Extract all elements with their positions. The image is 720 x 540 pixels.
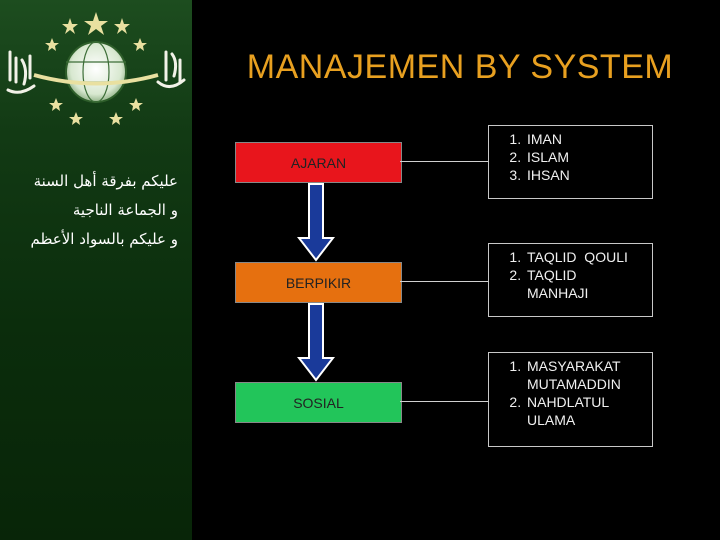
down-arrow-icon <box>297 303 335 382</box>
nu-globe-logo-icon <box>6 12 186 125</box>
slide-title: MANAJEMEN BY SYSTEM <box>246 48 674 86</box>
connector-line <box>400 281 488 282</box>
step-berpikir: BERPIKIR <box>235 262 402 303</box>
down-arrow-icon <box>297 183 335 262</box>
arabic-text-line: و عليكم بالسواد الأعظم <box>30 230 178 248</box>
list-box-berpikir: TAQLID QOULI TAQLID MANHAJI <box>488 243 653 317</box>
connector-line <box>400 161 488 162</box>
list-box-ajaran: IMAN ISLAM IHSAN <box>488 125 653 199</box>
list-item: NAHDLATUL ULAMA <box>525 393 617 429</box>
list-item: TAQLID MANHAJI <box>525 266 597 302</box>
list-item: IMAN <box>525 130 652 148</box>
step-sosial: SOSIAL <box>235 382 402 423</box>
list-item: ISLAM <box>525 148 652 166</box>
list-item: TAQLID QOULI <box>525 248 652 266</box>
list-item: IHSAN <box>525 166 652 184</box>
sidebar-panel: عليكم بفرقة أهل السنة و الجماعة الناجية … <box>0 0 192 540</box>
list-item: MASYARAKAT MUTAMADDIN <box>525 357 637 393</box>
arabic-text-line: و الجماعة الناجية <box>72 201 178 219</box>
connector-line <box>400 401 488 402</box>
list-box-sosial: MASYARAKAT MUTAMADDIN NAHDLATUL ULAMA <box>488 352 653 447</box>
step-ajaran: AJARAN <box>235 142 402 183</box>
arabic-text-line: عليكم بفرقة أهل السنة <box>33 172 178 190</box>
